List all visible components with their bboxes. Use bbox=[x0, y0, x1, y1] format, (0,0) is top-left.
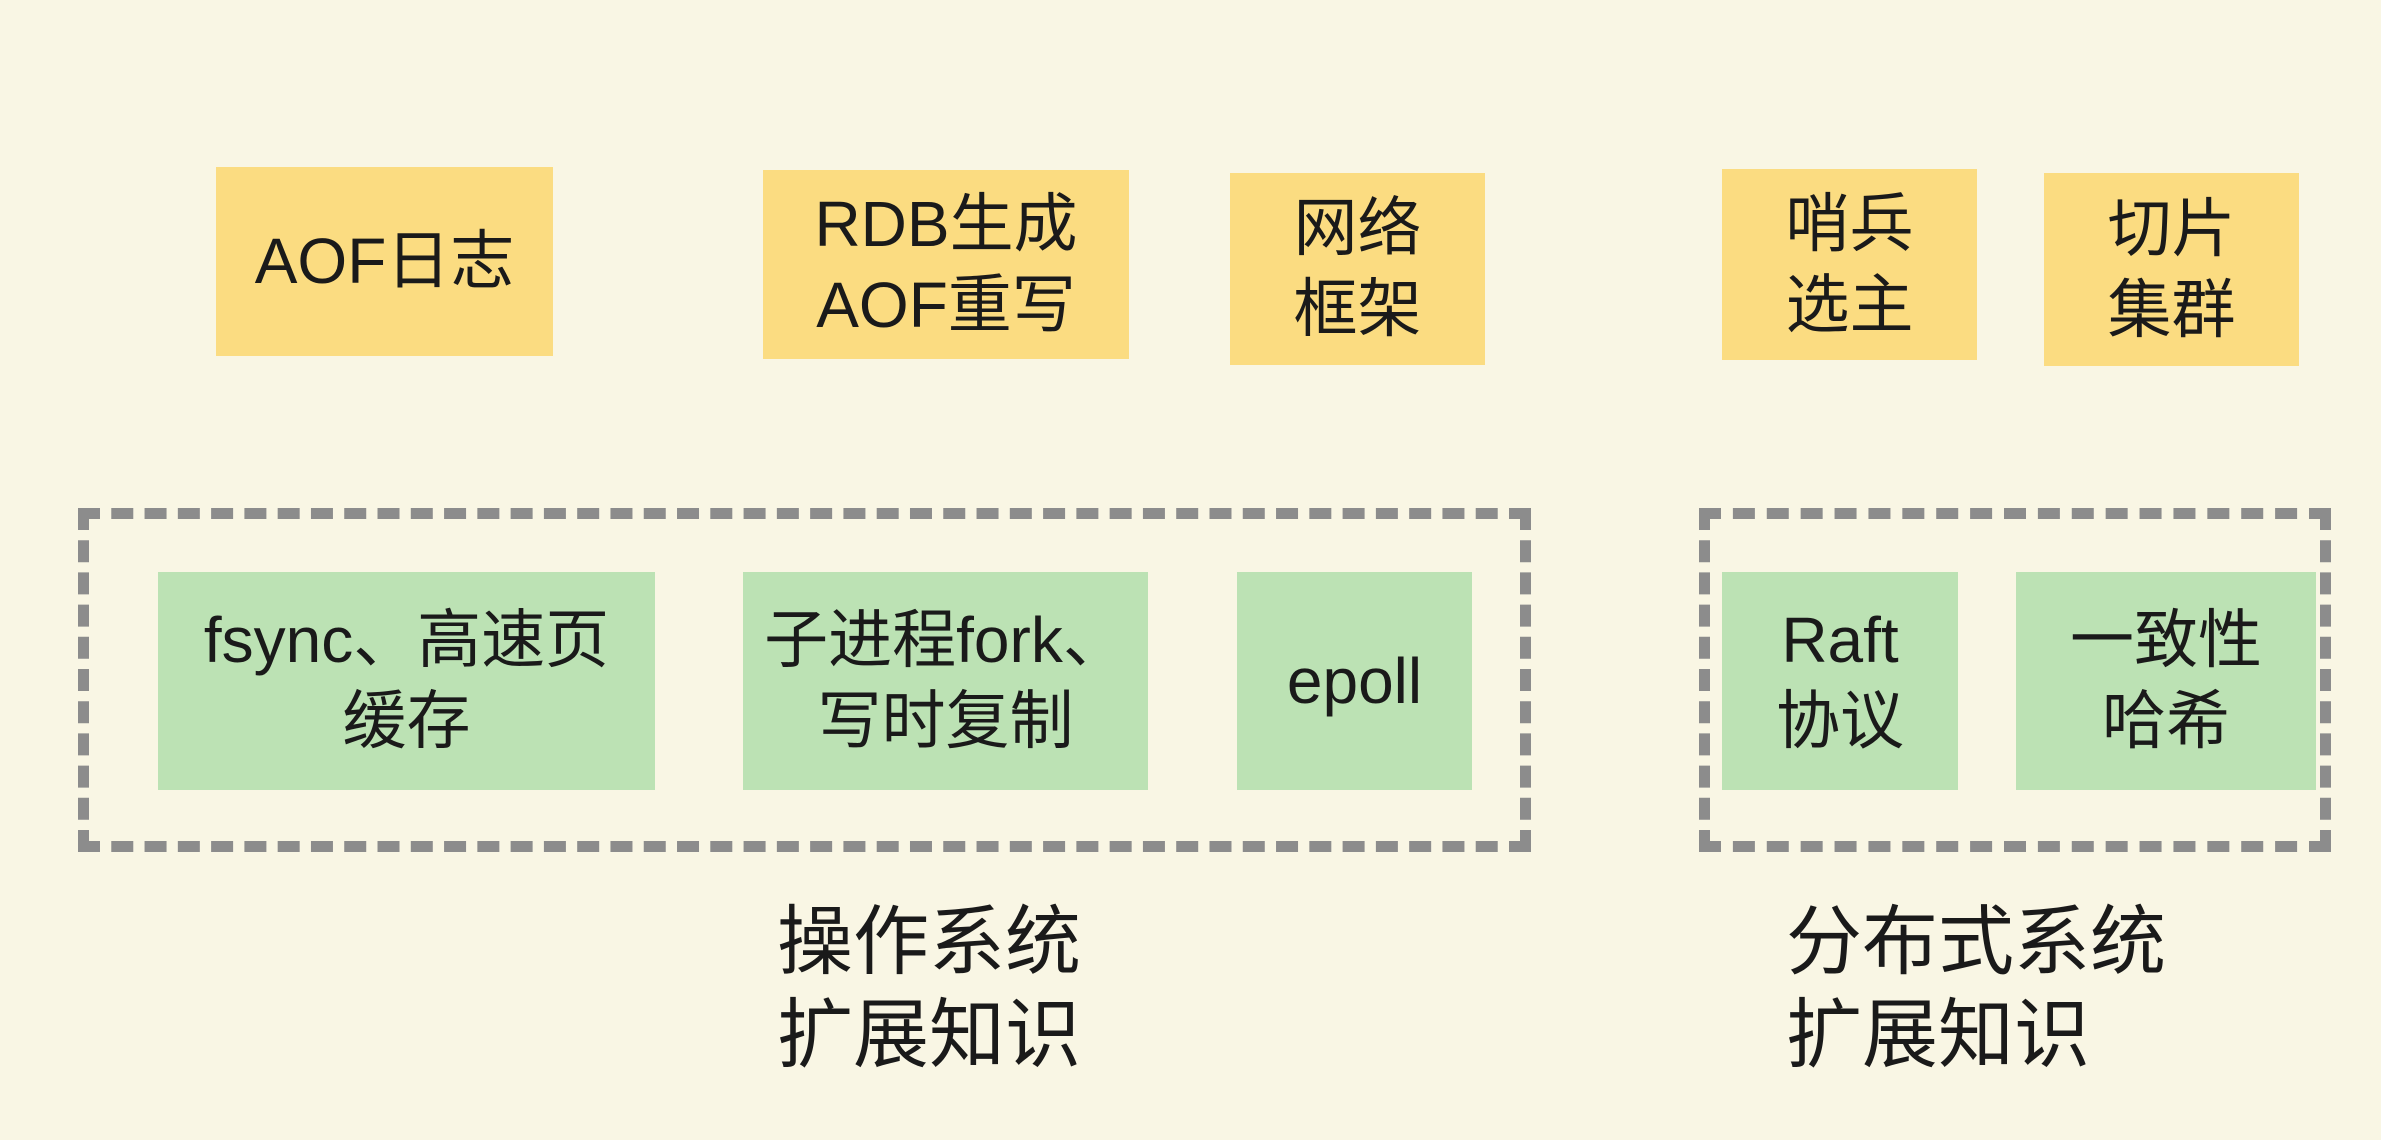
topic-box-sharded-cluster: 切片 集群 bbox=[2044, 173, 2299, 366]
knowledge-box-fork-copy-on-write: 子进程fork、 写时复制 bbox=[743, 572, 1148, 790]
topic-box-sentinel-election: 哨兵 选主 bbox=[1722, 169, 1977, 360]
distributed-group-caption: 分布式系统 扩展知识 bbox=[1786, 900, 2166, 1078]
os-group-caption: 操作系统 扩展知识 bbox=[777, 900, 1081, 1078]
topic-box-rdb-aof-rewrite: RDB生成 AOF重写 bbox=[763, 170, 1129, 359]
knowledge-box-consistent-hashing: 一致性 哈希 bbox=[2016, 572, 2316, 790]
topic-box-aof-log: AOF日志 bbox=[216, 167, 553, 356]
knowledge-box-epoll: epoll bbox=[1237, 572, 1472, 790]
topic-box-network-framework: 网络 框架 bbox=[1230, 173, 1485, 365]
distributed-knowledge-group-frame bbox=[1699, 508, 2331, 852]
os-knowledge-group-frame bbox=[78, 508, 1531, 852]
knowledge-box-fsync-page-cache: fsync、高速页 缓存 bbox=[158, 572, 655, 790]
knowledge-box-raft-protocol: Raft 协议 bbox=[1722, 572, 1958, 790]
